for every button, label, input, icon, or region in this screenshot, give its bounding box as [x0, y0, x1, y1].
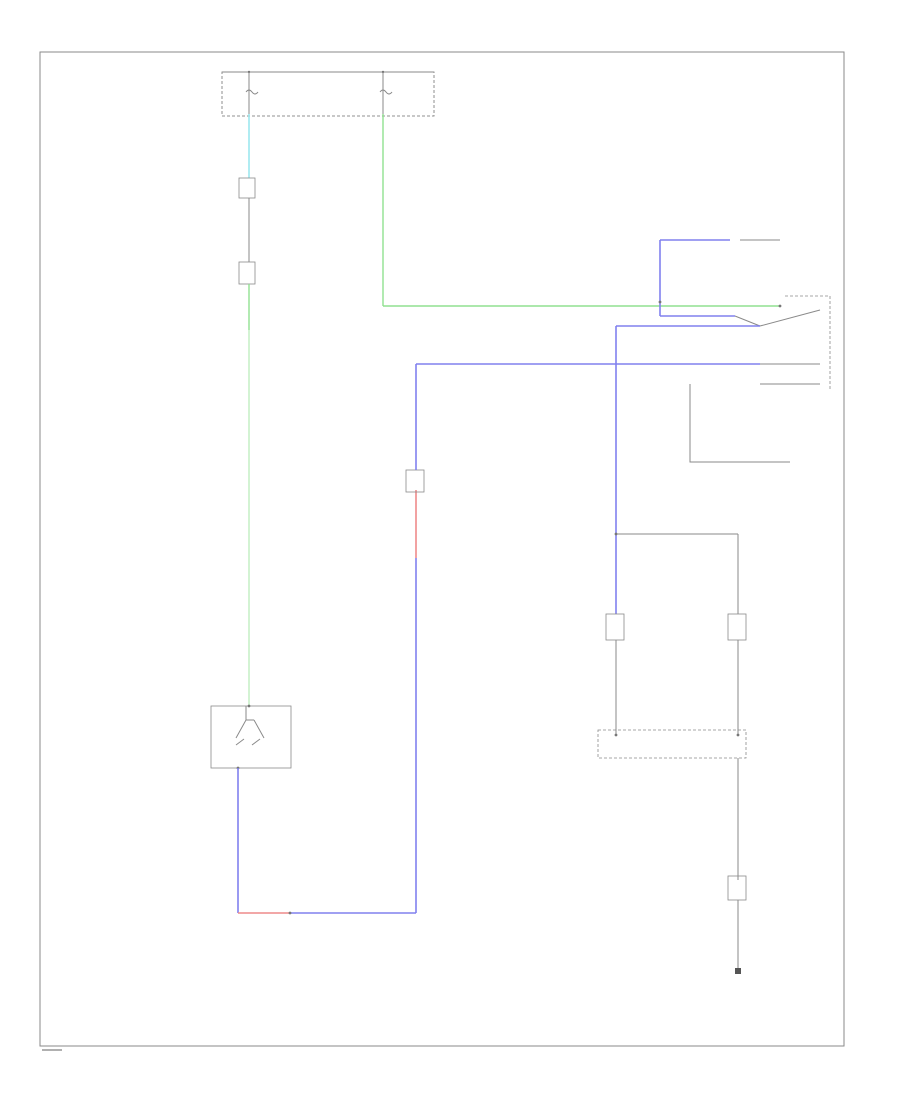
green-wire-run: [382, 114, 780, 307]
right-lower-circuit: [597, 326, 747, 974]
right-switch-area: [616, 239, 831, 463]
fuse-block: [221, 70, 435, 117]
center-circuit: [405, 363, 760, 913]
diagram-frame: [39, 51, 845, 1047]
left-circuit: [210, 114, 416, 915]
